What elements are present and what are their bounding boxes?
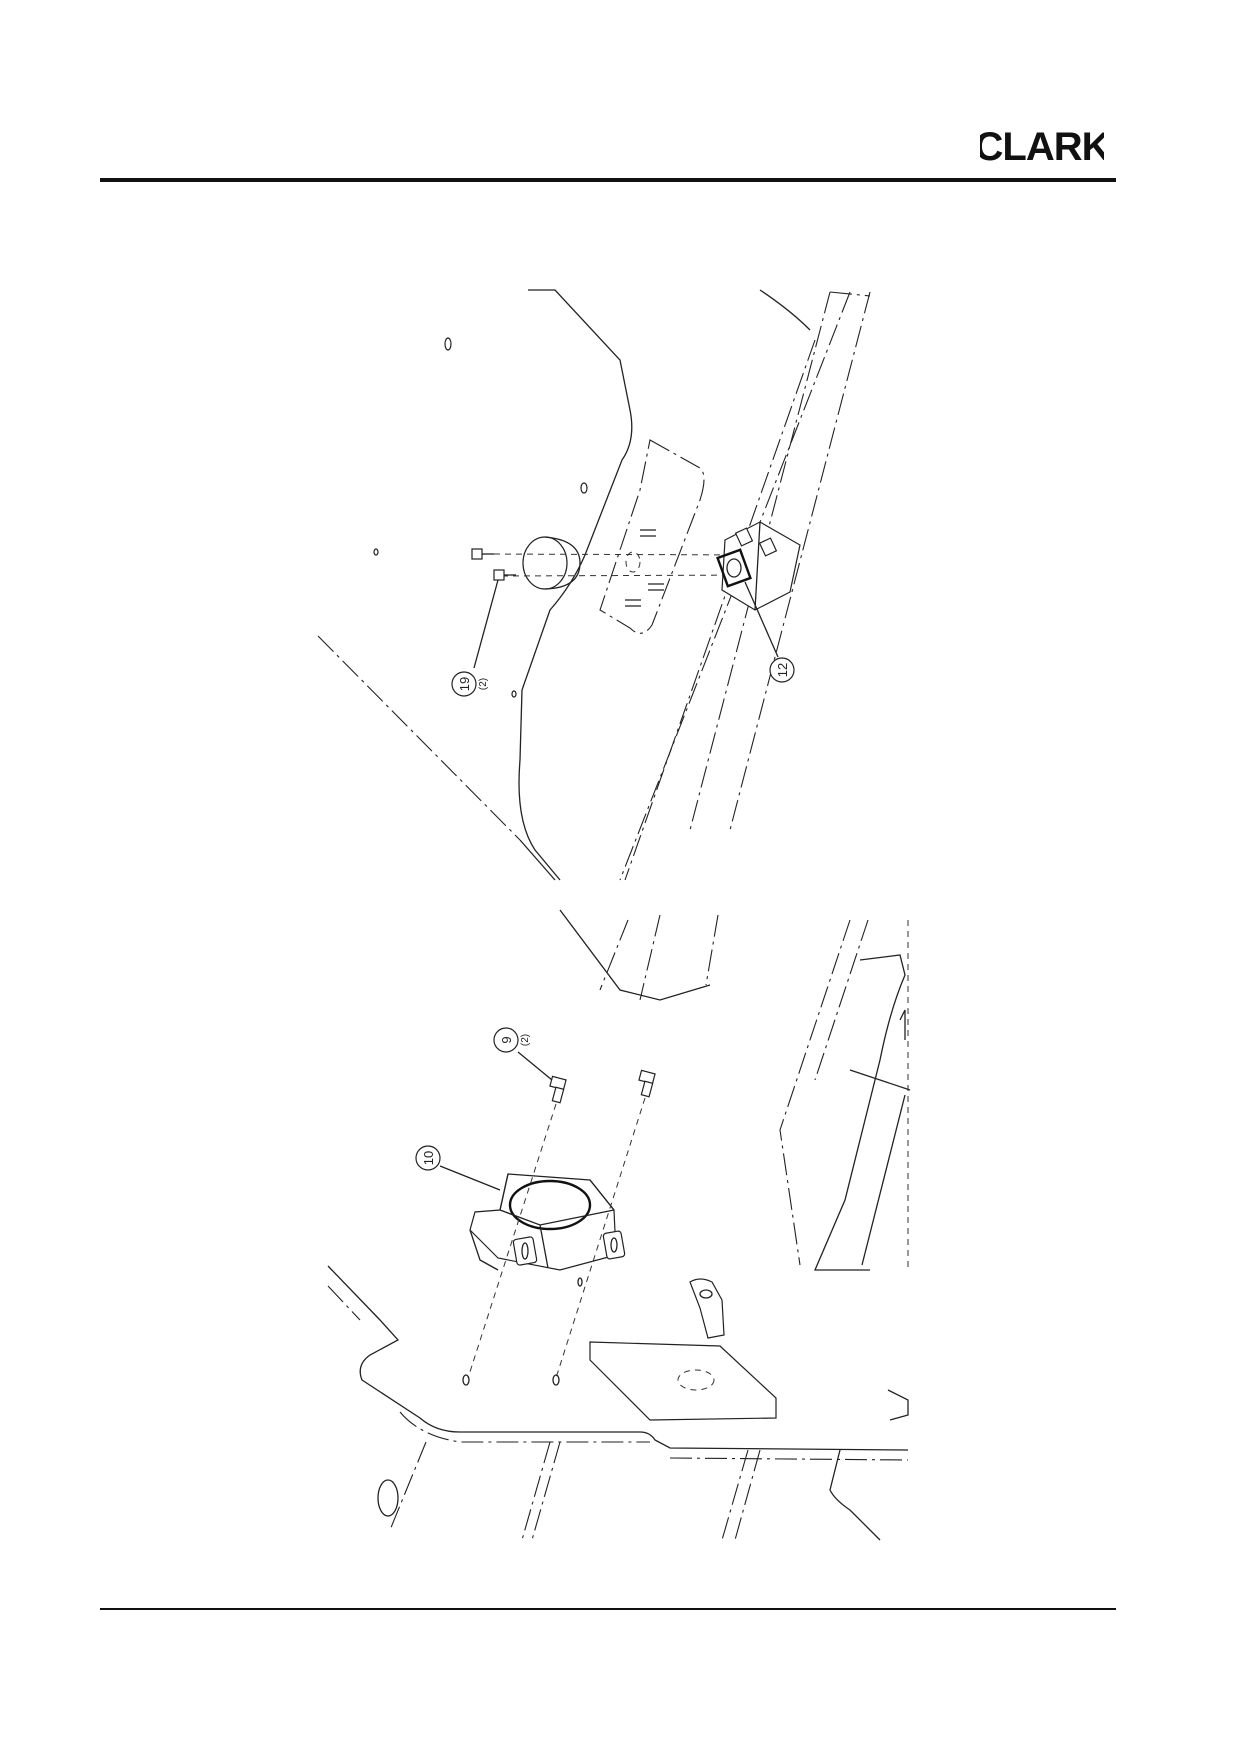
lower-assembly-view: 9 (2) 10 <box>327 909 911 1541</box>
callout-9-qty: (2) <box>520 1034 531 1046</box>
callout-19-number: 19 <box>457 677 472 691</box>
panel-hole <box>580 482 588 494</box>
upper-panel-edge-2 <box>519 839 556 881</box>
round-bumper <box>522 536 568 590</box>
header-rule <box>100 178 1116 182</box>
callout-19: 19 (2) <box>451 671 489 697</box>
callout-19-qty: (2) <box>478 678 489 690</box>
panel-hole <box>373 548 379 556</box>
raised-pad <box>589 1341 777 1421</box>
upright-lower-rail <box>705 914 719 986</box>
upright-lower-rail <box>599 919 629 991</box>
recess-plate <box>599 439 705 634</box>
side-block-2 <box>899 1009 906 1040</box>
footer-rule <box>100 1608 1116 1610</box>
hardware-mark <box>640 529 656 537</box>
bolt-hole <box>552 1374 560 1386</box>
upright-top-cap-2 <box>829 291 871 297</box>
upper-panel-outline <box>518 289 633 881</box>
base-hole <box>377 1479 399 1517</box>
sensor-bracket-10 <box>469 1173 626 1271</box>
bolt-hole <box>577 1277 583 1287</box>
callout-9: 9 (2) <box>493 1027 531 1053</box>
round-bumper-body <box>544 536 581 590</box>
hardware-mark <box>648 583 664 591</box>
panel-hole <box>511 690 517 698</box>
leader-10 <box>439 1165 501 1191</box>
base-plate <box>327 1265 909 1451</box>
base-plate-underside-2 <box>669 1457 909 1461</box>
callout-12-number: 12 <box>775 663 790 677</box>
bolt-19-lower <box>493 569 516 581</box>
bolt-19-upper <box>471 548 494 560</box>
panel-hole <box>444 337 452 351</box>
side-frame <box>814 919 869 1081</box>
base-leg <box>721 1449 749 1541</box>
bolt-9-left <box>549 1075 567 1104</box>
callout-10-number: 10 <box>421 1151 436 1165</box>
clark-logo: CLARK <box>980 126 1104 166</box>
side-block <box>814 954 906 1271</box>
leader-12 <box>744 581 779 658</box>
bolt-hole <box>462 1374 470 1386</box>
leader-9 <box>517 1051 553 1081</box>
upright-rail-left <box>689 291 831 831</box>
side-block-4 <box>861 1094 906 1266</box>
base-corner-2 <box>887 1389 909 1421</box>
leader-19 <box>473 579 499 669</box>
bolt-9-right <box>638 1069 656 1098</box>
hardware-mark <box>625 599 641 607</box>
base-plate-underside <box>399 1411 650 1443</box>
upright-lower-end <box>559 909 711 1001</box>
mount-tab <box>689 1278 725 1339</box>
mount-tab-hole <box>699 1289 713 1299</box>
side-frame <box>779 919 851 1266</box>
fastener-axis <box>482 553 761 556</box>
bolt-axis <box>467 1103 557 1379</box>
logo-text: CLARK <box>980 126 1104 166</box>
callout-9-number: 9 <box>499 1036 514 1043</box>
axis-hole <box>625 551 641 573</box>
base-leg <box>389 1441 427 1531</box>
upright-rail-right-2 <box>624 339 816 881</box>
base-corner <box>829 1449 881 1541</box>
base-leg <box>734 1449 761 1541</box>
base-leg <box>521 1441 551 1541</box>
sensor-block-12 <box>716 521 801 611</box>
callout-10: 10 <box>415 1145 441 1171</box>
upright-lower-rail <box>639 914 661 1001</box>
side-block-3 <box>849 1069 911 1091</box>
base-leg <box>531 1441 561 1541</box>
bolt-axis <box>555 1097 646 1379</box>
callout-12: 12 <box>769 657 795 683</box>
upright-top-cap <box>759 289 811 331</box>
upper-assembly-view: 19 (2) 12 <box>317 289 871 881</box>
upright-rail-mid <box>729 291 871 831</box>
base-plate-edge <box>327 1285 361 1321</box>
upper-panel-edge <box>317 635 521 841</box>
pad-hole <box>677 1369 715 1391</box>
